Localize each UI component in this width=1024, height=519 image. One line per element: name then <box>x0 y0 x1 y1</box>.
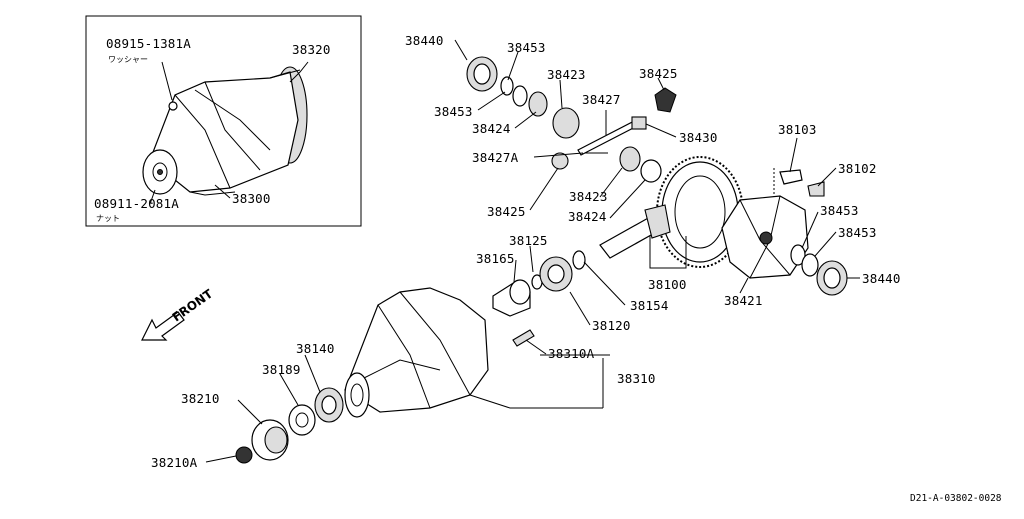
inset-carrier-drawing <box>142 66 308 196</box>
carrier-housing-38310 <box>344 287 489 413</box>
lower-housing <box>235 287 535 464</box>
label-38103: 38103 <box>778 122 817 137</box>
label-38423-bottom: 38423 <box>569 189 608 204</box>
label-38440-right: 38440 <box>862 271 901 286</box>
label-38125: 38125 <box>509 233 548 248</box>
label-38189: 38189 <box>262 362 301 377</box>
label-38453-right1: 38453 <box>820 203 859 218</box>
label-38310: 38310 <box>617 371 656 386</box>
label-38425-bottom: 38425 <box>487 204 526 219</box>
label-38427A: 38427A <box>472 150 519 165</box>
inset-label-carrier-assy: 38300 <box>232 191 271 206</box>
label-38102: 38102 <box>838 161 877 176</box>
label-38100: 38100 <box>648 277 687 292</box>
label-38453-right2: 38453 <box>838 225 877 240</box>
label-38440-top: 38440 <box>405 33 444 48</box>
front-label: FRONT <box>170 286 216 324</box>
label-38425-top: 38425 <box>639 66 678 81</box>
label-38154: 38154 <box>630 298 669 313</box>
label-38310A: 38310A <box>548 346 595 361</box>
leader-lines <box>205 39 860 463</box>
front-arrow-icon <box>141 311 185 341</box>
front-direction-indicator: FRONT <box>141 286 216 341</box>
inset-label-nut-part: 08911-2081A <box>94 196 179 211</box>
top-parts <box>466 56 848 296</box>
inset-frame <box>85 15 362 227</box>
label-38421: 38421 <box>724 293 763 308</box>
label-38140: 38140 <box>296 341 335 356</box>
label-38424-top: 38424 <box>472 121 511 136</box>
label-38427: 38427 <box>582 92 621 107</box>
inset-label-carrier-cover: 38320 <box>292 42 331 57</box>
label-38165: 38165 <box>476 251 515 266</box>
label-38453-left: 38453 <box>434 104 473 119</box>
label-38210: 38210 <box>181 391 220 406</box>
inset-label-washer-note: ワッシャー <box>108 55 148 64</box>
label-38430: 38430 <box>679 130 718 145</box>
part-labels: 38440 38453 38453 38423 38424 38427 3842… <box>151 33 901 470</box>
label-38210A: 38210A <box>151 455 198 470</box>
label-38424-bottom: 38424 <box>568 209 607 224</box>
inset-panel: 08915-1381A ワッシャー 38320 08911-2081A ナット … <box>85 15 362 227</box>
inset-label-washer-part: 08915-1381A <box>106 36 191 51</box>
label-38423-top: 38423 <box>547 67 586 82</box>
label-38120: 38120 <box>592 318 631 333</box>
diagram-reference-code: D21-A-03802-0028 <box>910 493 1002 504</box>
inset-label-nut-note: ナット <box>96 214 120 223</box>
middle-parts <box>492 250 586 317</box>
label-38453-top: 38453 <box>507 40 546 55</box>
